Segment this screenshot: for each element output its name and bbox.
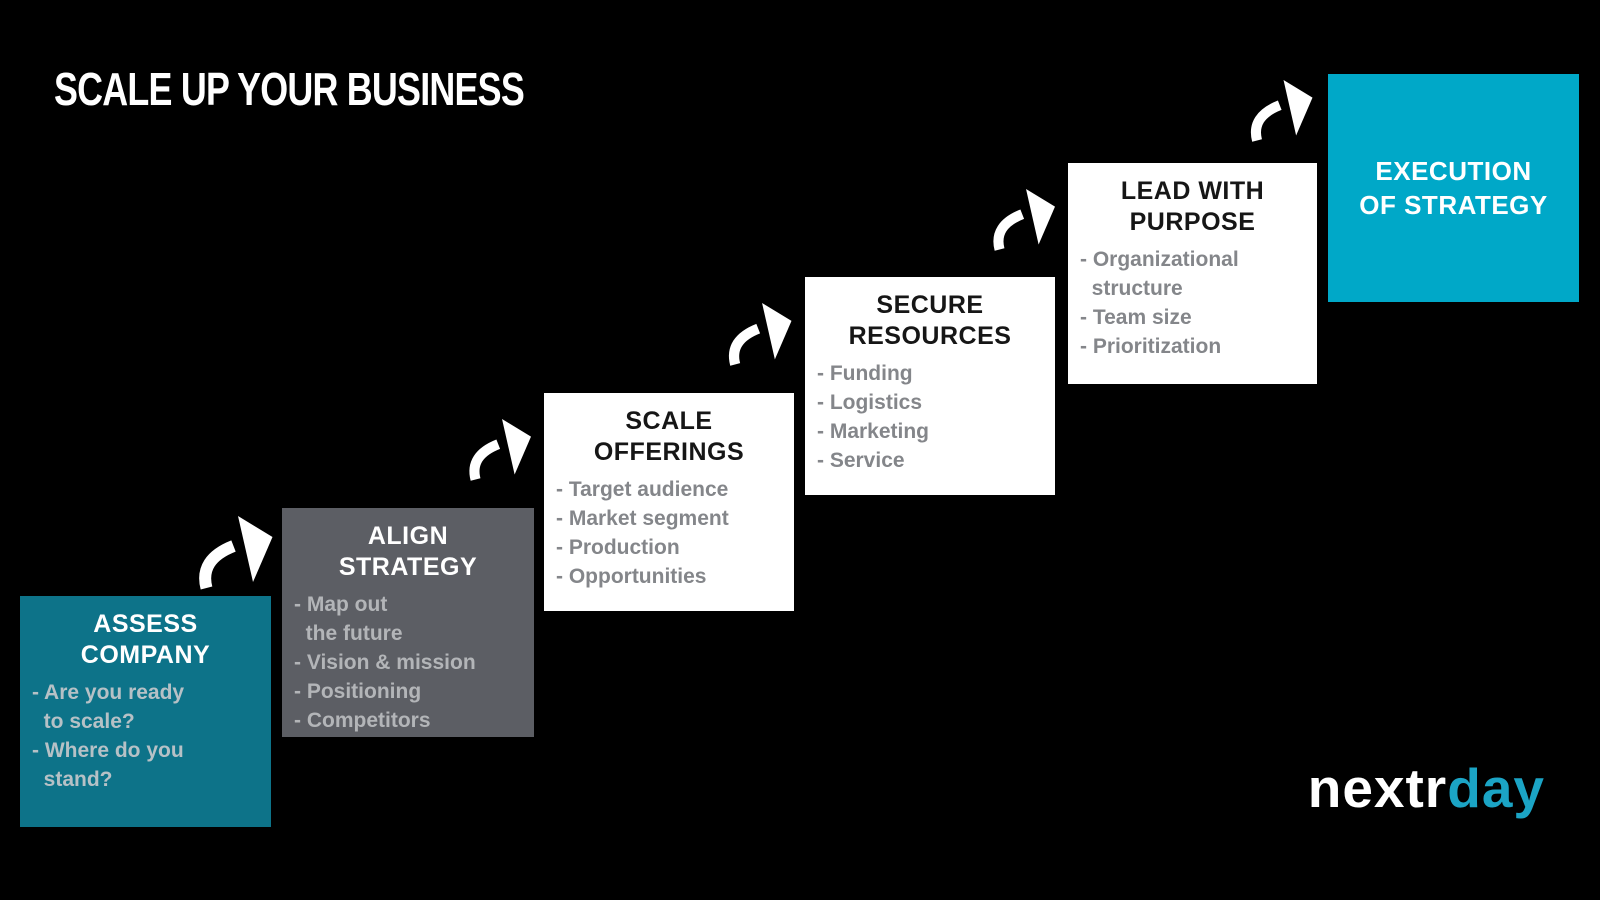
step-bullets: - Funding - Logistics - Marketing - Serv… (805, 359, 1055, 475)
step-bullets: - Target audience - Market segment - Pro… (544, 475, 794, 591)
step-title-line: ASSESS (93, 610, 198, 638)
curved-arrow-icon (1250, 80, 1313, 142)
curved-arrow-icon (199, 516, 273, 590)
step-title-line: EXECUTION (1375, 156, 1532, 186)
step-title-line: OF STRATEGY (1359, 190, 1548, 220)
step-title: SCALE OFFERINGS (544, 393, 794, 468)
step-align-strategy: ALIGN STRATEGY - Map out the future - Vi… (282, 508, 534, 737)
brand-logo: nextrday (1308, 756, 1545, 820)
curved-arrow-icon (729, 303, 792, 366)
bullet-line: structure (1080, 277, 1183, 300)
bullet-line: stand? (32, 768, 113, 791)
bullet-line: - Team size (1080, 306, 1192, 329)
bullet-line: - Positioning (294, 680, 422, 703)
bullet-line: - Vision & mission (294, 651, 476, 674)
step-title-line: PURPOSE (1129, 208, 1256, 236)
step-title-line: OFFERINGS (593, 438, 745, 466)
bullet-line: - Marketing (817, 420, 930, 443)
step-title: ASSESS COMPANY (20, 596, 271, 671)
page-title: SCALE UP YOUR BUSINESS (54, 63, 525, 115)
step-title-line: SCALE (625, 407, 713, 435)
bullet-line: - Logistics (817, 391, 923, 414)
step-execution-of-strategy: EXECUTION OF STRATEGY (1328, 74, 1579, 302)
step-bullets: - Are you ready to scale? - Where do you… (20, 678, 271, 794)
step-title-line: STRATEGY (338, 553, 478, 581)
bullet-line: - Organizational (1080, 248, 1239, 271)
bullet-line: - Where do you (32, 739, 184, 762)
step-assess-company: ASSESS COMPANY - Are you ready to scale?… (20, 596, 271, 827)
step-title-line: LEAD WITH (1120, 177, 1265, 205)
step-title-line: SECURE (876, 291, 984, 319)
brand-name-white: nextr (1307, 757, 1448, 819)
bullet-line: - Service (817, 449, 905, 472)
step-secure-resources: SECURE RESOURCES - Funding - Logistics -… (805, 277, 1055, 495)
bullet-line: - Production (556, 536, 680, 559)
step-scale-offerings: SCALE OFFERINGS - Target audience - Mark… (544, 393, 794, 611)
step-title: LEAD WITH PURPOSE (1068, 163, 1317, 238)
brand-name-accent: day (1447, 757, 1545, 819)
bullet-line: - Prioritization (1080, 335, 1222, 358)
bullet-line: - Market segment (556, 507, 729, 530)
step-title: ALIGN STRATEGY (282, 508, 534, 583)
curved-arrow-icon (993, 189, 1055, 251)
step-title-line: COMPANY (80, 641, 211, 669)
bullet-line: - Map out (294, 593, 388, 616)
bullet-line: - Opportunities (556, 565, 707, 588)
bullet-line: to scale? (32, 710, 135, 733)
bullet-line: - Target audience (556, 478, 729, 501)
bullet-line: - Funding (817, 362, 913, 385)
curved-arrow-icon (469, 419, 531, 481)
step-lead-with-purpose: LEAD WITH PURPOSE - Organizational struc… (1068, 163, 1317, 384)
step-title: SECURE RESOURCES (805, 277, 1055, 352)
bullet-line: the future (294, 622, 403, 645)
bullet-line: - Are you ready (32, 681, 185, 704)
step-bullets: - Organizational structure - Team size -… (1068, 245, 1317, 361)
step-title-line: RESOURCES (848, 322, 1012, 350)
step-title: EXECUTION OF STRATEGY (1359, 154, 1547, 222)
step-bullets: - Map out the future - Vision & mission … (282, 590, 534, 735)
step-title-line: ALIGN (367, 522, 449, 550)
bullet-line: - Competitors (294, 709, 431, 732)
